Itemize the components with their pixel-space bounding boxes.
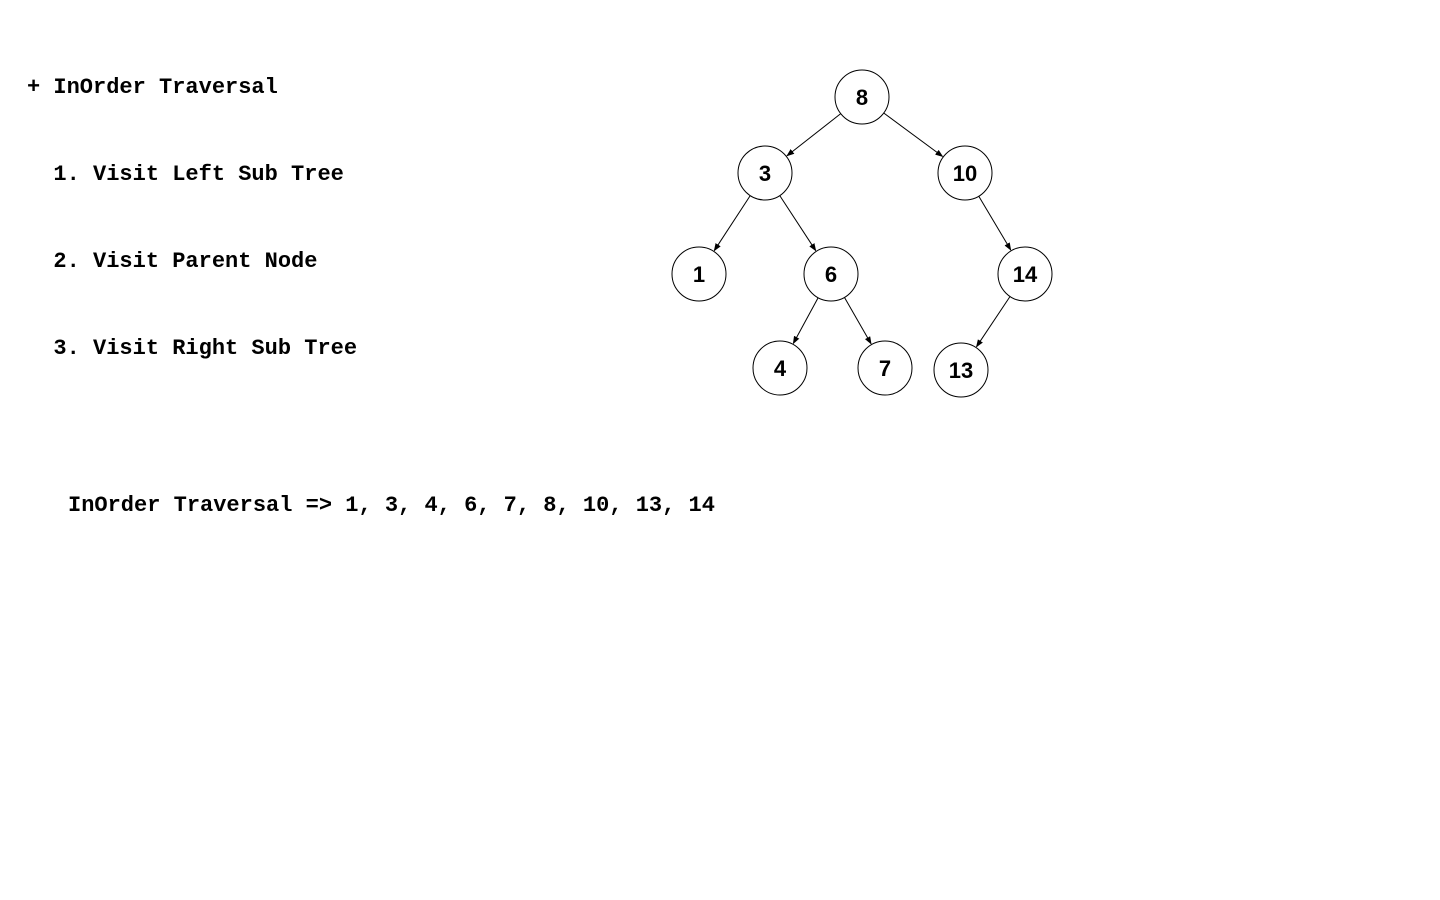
edge-10-to-14 bbox=[978, 195, 1012, 251]
edge-3-to-6 bbox=[779, 195, 817, 252]
node-circle bbox=[997, 246, 1053, 302]
tree-node-1: 1 bbox=[671, 246, 727, 302]
traversal-steps: + InOrder Traversal 1. Visit Left Sub Tr… bbox=[27, 15, 357, 392]
node-circle bbox=[937, 145, 993, 201]
edge-6-to-4 bbox=[792, 297, 819, 345]
node-label: 1 bbox=[693, 262, 705, 287]
node-label: 7 bbox=[879, 356, 891, 381]
node-label: 10 bbox=[953, 161, 977, 186]
tree-node-7: 7 bbox=[857, 340, 913, 396]
tree-node-10: 10 bbox=[937, 145, 993, 201]
node-label: 13 bbox=[949, 358, 973, 383]
tree-node-14: 14 bbox=[997, 246, 1053, 302]
tree-edges bbox=[713, 112, 1012, 348]
edge-14-to-13 bbox=[975, 296, 1011, 348]
edge-3-to-1 bbox=[713, 195, 751, 252]
tree-node-4: 4 bbox=[752, 340, 808, 396]
tree-nodes: 8 3 10 1 6 14 4 7 13 bbox=[671, 69, 1053, 398]
node-circle bbox=[671, 246, 727, 302]
tree-node-6: 6 bbox=[803, 246, 859, 302]
node-circle bbox=[752, 340, 808, 396]
edge-6-to-7 bbox=[844, 297, 872, 345]
tree-node-8: 8 bbox=[834, 69, 890, 125]
step-2: 2. Visit Parent Node bbox=[27, 249, 318, 274]
node-circle bbox=[803, 246, 859, 302]
edge-8-to-10 bbox=[883, 112, 944, 157]
tree-node-3: 3 bbox=[737, 145, 793, 201]
node-label: 8 bbox=[856, 85, 868, 110]
edge-8-to-3 bbox=[786, 113, 842, 157]
node-label: 14 bbox=[1013, 262, 1038, 287]
node-circle bbox=[857, 340, 913, 396]
node-circle bbox=[933, 342, 989, 398]
node-label: 6 bbox=[825, 262, 837, 287]
tree-node-13: 13 bbox=[933, 342, 989, 398]
step-3: 3. Visit Right Sub Tree bbox=[27, 336, 358, 361]
step-1: 1. Visit Left Sub Tree bbox=[27, 162, 344, 187]
node-circle bbox=[834, 69, 890, 125]
node-circle bbox=[737, 145, 793, 201]
node-label: 4 bbox=[774, 356, 787, 381]
node-label: 3 bbox=[759, 161, 771, 186]
traversal-result: InOrder Traversal => 1, 3, 4, 6, 7, 8, 1… bbox=[68, 493, 715, 518]
steps-title: + InOrder Traversal bbox=[27, 75, 278, 100]
